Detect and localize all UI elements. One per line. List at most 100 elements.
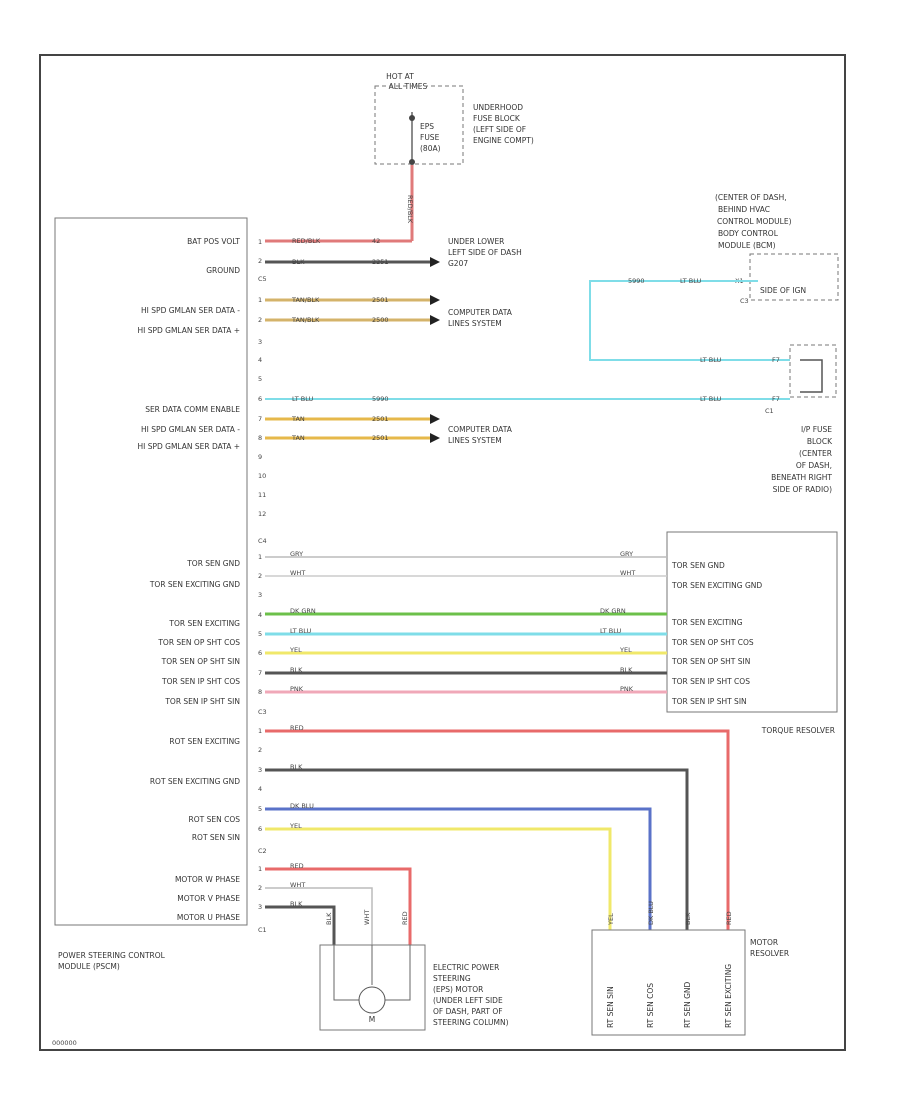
wire-t4-color-left: DK GRN [290, 607, 316, 615]
pin-11: 11 [258, 491, 266, 499]
pin-r6: 6 [258, 825, 262, 833]
pin-t5: 5 [258, 630, 262, 638]
resolver-wire-2: DK BLU [647, 901, 655, 925]
wire-r5-color: DK BLU [290, 802, 314, 810]
wire-r1 [265, 729, 730, 930]
bcm-label-2: BEHIND HVAC [718, 205, 770, 214]
label-t8: TOR SEN IP SHT SIN [164, 697, 240, 706]
motor-wire-1: BLK [325, 912, 333, 925]
pin-hs2: 2 [258, 316, 262, 324]
pin-hs1: 1 [258, 296, 262, 304]
wire-hs3-color: TAN [291, 415, 305, 423]
motor-resolver-box [591, 929, 746, 1036]
resolver-title-2: RESOLVER [750, 949, 789, 958]
pin-t7: 7 [258, 669, 262, 677]
wire-r6-color: YEL [289, 822, 302, 830]
ip-wire-bottom: LT BLU [700, 395, 722, 403]
diagram-frame [39, 54, 846, 1051]
ip-label-2: BLOCK [807, 437, 833, 446]
bcm-wire-color: LT BLU [680, 277, 702, 285]
label-gnd: GROUND [206, 266, 240, 275]
label-t5: TOR SEN OP SHT COS [157, 638, 240, 647]
footer-code: 000000 [52, 1039, 77, 1047]
resolver-title-1: MOTOR [750, 938, 778, 947]
label-t6: TOR SEN OP SHT SIN [161, 657, 240, 666]
pscm-label-2: MODULE (PSCM) [58, 962, 120, 971]
fuse-loc-3: (LEFT SIDE OF [473, 125, 526, 134]
ip-label-4: OF DASH, [796, 461, 832, 470]
pin-r5: 5 [258, 805, 262, 813]
motor-rows: MOTOR W PHASE 1 RED MOTOR V PHASE 2 WHT … [175, 862, 412, 945]
resolver-wire-1: YEL [607, 913, 615, 926]
pin-r1: 1 [258, 727, 262, 735]
wire-m2 [265, 887, 373, 945]
ground-label-3: G207 [448, 259, 468, 268]
label-m1: MOTOR W PHASE [175, 875, 240, 884]
resolver-pin-1: RT SEN SIN [606, 986, 615, 1028]
resolver-pin-2: RT SEN COS [646, 983, 655, 1028]
motor-wire-2: WHT [363, 910, 371, 925]
pin-10: 10 [258, 472, 266, 480]
label-t2: TOR SEN EXCITING GND [149, 580, 240, 589]
hot-at-line2: ALL TIMES [389, 82, 428, 91]
conn-c5: C5 [258, 275, 267, 283]
data-lines-1a: COMPUTER DATA [448, 308, 513, 317]
wire-hs1-color: TAN/BLK [291, 296, 320, 304]
label-r6: ROT SEN SIN [192, 833, 240, 842]
row-bat: BAT POS VOLT 1 RED/BLK 42 [187, 237, 412, 246]
torque-rows: TOR SEN GND 1 GRY GRY TOR SEN GND TOR SE… [149, 550, 763, 706]
bcm-box-label: SIDE OF IGN [760, 286, 806, 295]
label-r5: ROT SEN COS [189, 815, 241, 824]
ip-wire-top: LT BLU [700, 356, 722, 364]
motor-label-6: STEERING COLUMN) [433, 1018, 509, 1027]
label-r3: ROT SEN EXCITING GND [150, 777, 240, 786]
motor-resolver: MOTOR RESOLVER YEL DK BLU BLK RED RT SEN… [591, 901, 789, 1036]
wire-m3-color: BLK [290, 900, 303, 908]
pscm-pin-labels: C5 3 4 5 9 10 11 12 C4 3 C3 2 4 C2 C1 [258, 275, 267, 934]
ground-label-2: LEFT SIDE OF DASH [448, 248, 522, 257]
bcm-label-4: BODY CONTROL [718, 229, 779, 238]
underhood-fuse: HOT AT ALL TIMES EPS FUSE (80A) UNDERHOO… [374, 72, 534, 241]
pin-m2: 2 [258, 884, 262, 892]
fuse-name-2: FUSE [420, 133, 440, 142]
wire-r6 [265, 827, 612, 930]
ip-label-3: (CENTER [799, 449, 832, 458]
pin-t1: 1 [258, 553, 262, 561]
conn-c1: C1 [258, 926, 267, 934]
wire-t8-color-right: PNK [620, 685, 634, 693]
wire-t1-color-right: GRY [620, 550, 633, 558]
wire-hs1-circuit: 2501 [372, 296, 389, 304]
wire-m1 [265, 867, 412, 945]
wire-t2-color-right: WHT [620, 569, 635, 577]
fuse-block-outline [374, 85, 464, 165]
wire-bat-color: RED/BLK [292, 237, 321, 245]
motor-wire-3: RED [401, 911, 409, 925]
wire-bcm-ipfuse [589, 280, 790, 361]
fuse-name-1: EPS [420, 122, 434, 131]
pin-2b: 2 [258, 746, 262, 754]
pin-5a: 5 [258, 375, 262, 383]
rotor-rows: ROT SEN EXCITING 1 RED ROT SEN EXCITING … [150, 724, 730, 930]
motor-label-3: (EPS) MOTOR [433, 985, 483, 994]
wire-t2-color-left: WHT [290, 569, 305, 577]
fuse-feed-wire-color: RED/BLK [406, 195, 414, 224]
eps-motor: BLK WHT RED M ELECTRIC POWER STEERING (E… [319, 910, 509, 1031]
wire-m1-color: RED [290, 862, 304, 870]
ts-t6: TOR SEN IP SHT COS [671, 677, 750, 686]
wire-t8-color-left: PNK [290, 685, 304, 693]
label-bat: BAT POS VOLT [187, 237, 240, 246]
fuse-terminal-bottom [409, 159, 415, 165]
fuse-loc-1: UNDERHOOD [473, 103, 523, 112]
wire-serdata-circuit: 5990 [372, 395, 389, 403]
wire-t4-color-right: DK GRN [600, 607, 626, 615]
label-hs4: HI SPD GMLAN SER DATA + [137, 442, 240, 451]
ts-t5: TOR SEN OP SHT SIN [671, 657, 750, 666]
fuse-terminal-top [409, 115, 415, 121]
pscm-label-1: POWER STEERING CONTROL [58, 951, 166, 960]
wire-hs2-color: TAN/BLK [291, 316, 320, 324]
label-hs3: HI SPD GMLAN SER DATA - [141, 425, 240, 434]
label-t4: TOR SEN EXCITING [168, 619, 240, 628]
pin-9: 9 [258, 453, 262, 461]
data-lines-2b: LINES SYSTEM [448, 436, 502, 445]
row-serdata: SER DATA COMM ENABLE 6 LT BLU 5990 [145, 395, 790, 414]
